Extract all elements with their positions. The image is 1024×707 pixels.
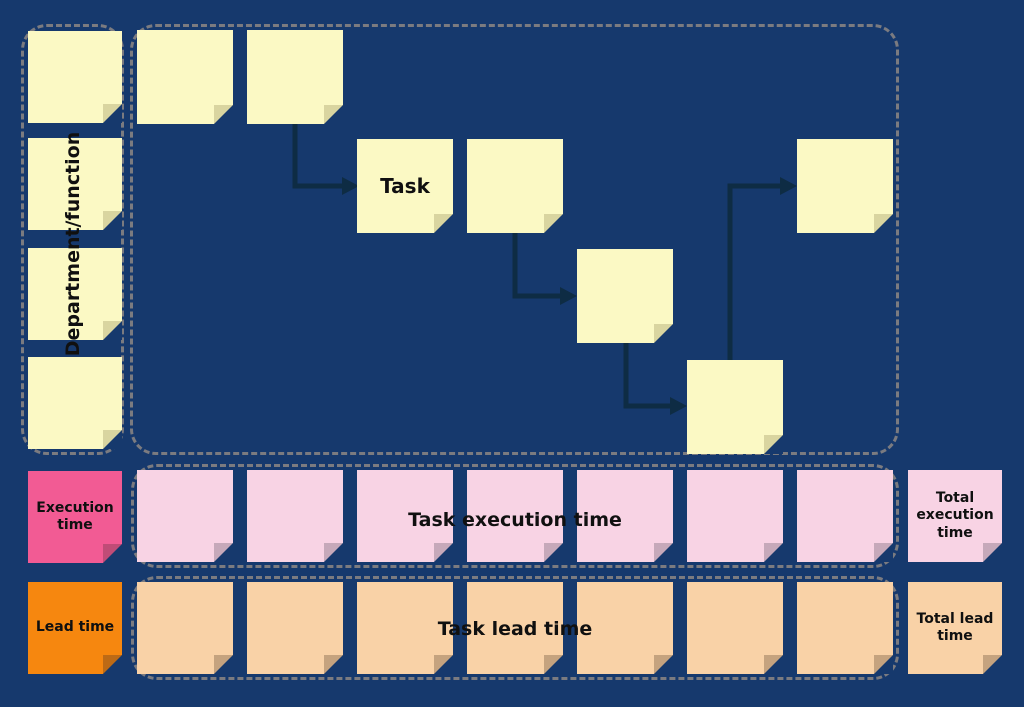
execution-time-label-note[interactable]: Execution time bbox=[28, 471, 122, 563]
lead-cell-note[interactable] bbox=[577, 582, 673, 674]
flow-sticky-note[interactable] bbox=[687, 360, 783, 454]
task-sticky-note[interactable]: Task bbox=[357, 139, 453, 233]
department-sticky-note[interactable] bbox=[28, 248, 122, 340]
lead-cell-note[interactable] bbox=[467, 582, 563, 674]
lead-time-frame[interactable] bbox=[131, 576, 899, 680]
lead-cell-note[interactable] bbox=[137, 582, 233, 674]
lead-cell-note[interactable] bbox=[797, 582, 893, 674]
execution-cell-note[interactable] bbox=[687, 470, 783, 562]
flow-sticky-note[interactable] bbox=[247, 30, 343, 124]
connector-arrow[interactable] bbox=[727, 177, 797, 360]
department-lane-frame[interactable] bbox=[21, 24, 124, 455]
department-sticky-note[interactable] bbox=[28, 31, 122, 123]
lead-time-label-note[interactable]: Lead time bbox=[28, 582, 122, 674]
execution-cell-note[interactable] bbox=[797, 470, 893, 562]
total-lead-time-label: Total lead time bbox=[916, 610, 994, 645]
lead-cell-note[interactable] bbox=[687, 582, 783, 674]
execution-cell-note[interactable] bbox=[247, 470, 343, 562]
total-lead-time-note[interactable]: Total lead time bbox=[908, 582, 1002, 674]
execution-cell-note[interactable] bbox=[467, 470, 563, 562]
lead-time-label: Lead time bbox=[35, 619, 115, 636]
task-lead-time-label[interactable]: Task lead time bbox=[437, 618, 593, 640]
flow-sticky-note[interactable] bbox=[137, 30, 233, 124]
connector-arrow[interactable] bbox=[623, 343, 687, 415]
lead-cell-note[interactable] bbox=[247, 582, 343, 674]
execution-cell-note[interactable] bbox=[357, 470, 453, 562]
execution-cell-note[interactable] bbox=[137, 470, 233, 562]
total-execution-time-note[interactable]: Total execution time bbox=[908, 470, 1002, 562]
department-sticky-note[interactable] bbox=[28, 357, 122, 449]
connector-arrows-layer bbox=[292, 124, 797, 415]
execution-cell-note[interactable] bbox=[577, 470, 673, 562]
flow-sticky-note[interactable] bbox=[797, 139, 893, 233]
connector-arrow[interactable] bbox=[512, 233, 577, 305]
task-execution-time-label[interactable]: Task execution time bbox=[408, 509, 622, 531]
flow-sticky-note[interactable] bbox=[577, 249, 673, 343]
connector-arrow[interactable] bbox=[292, 124, 359, 195]
department-sticky-note[interactable] bbox=[28, 138, 122, 230]
process-flow-frame[interactable] bbox=[130, 24, 899, 455]
task-label: Task bbox=[380, 174, 430, 198]
execution-time-label: Execution time bbox=[36, 499, 114, 534]
execution-time-frame[interactable] bbox=[131, 464, 899, 568]
department-function-label[interactable]: Department/function bbox=[62, 131, 84, 357]
flow-sticky-note[interactable] bbox=[467, 139, 563, 233]
lead-cell-note[interactable] bbox=[357, 582, 453, 674]
total-execution-time-label: Total execution time bbox=[916, 489, 994, 541]
